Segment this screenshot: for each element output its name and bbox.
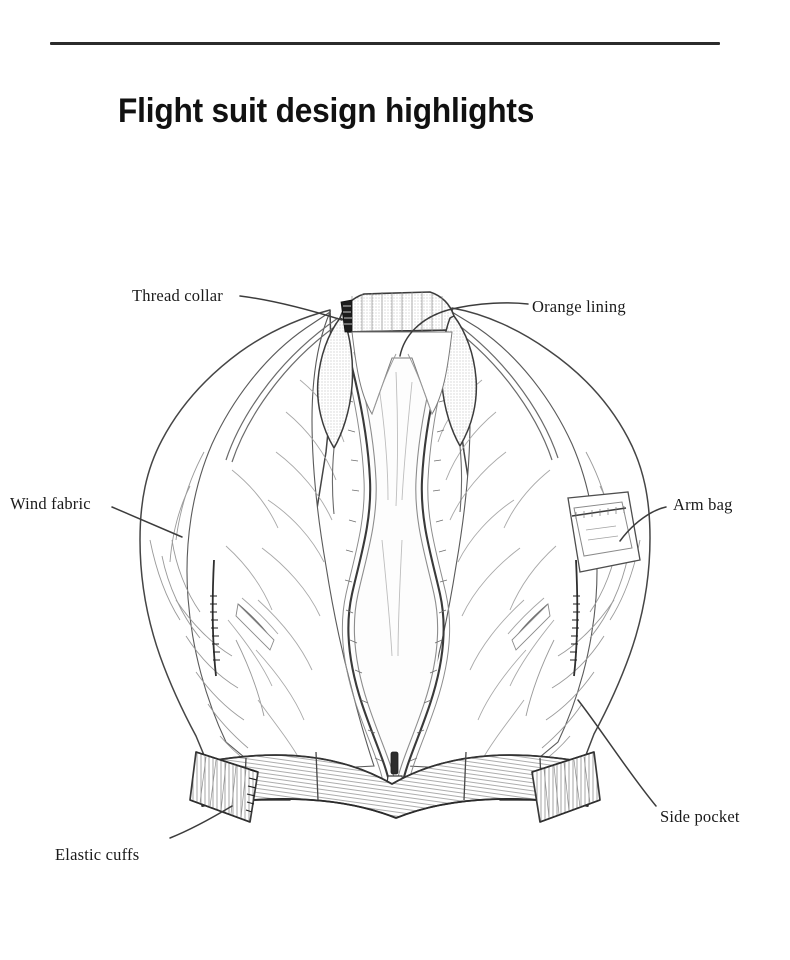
callout-label-elastic-cuffs: Elastic cuffs <box>55 845 140 864</box>
right-sleeve-seam <box>570 559 580 677</box>
header-divider-rule <box>50 42 720 45</box>
sleeve-zip-teeth <box>575 506 625 519</box>
callout-label-side-pocket: Side pocket <box>660 807 740 826</box>
page-title: Flight suit design highlights <box>118 92 535 130</box>
leader-thread-collar <box>239 295 343 321</box>
elastic-cuff-left <box>189 751 259 823</box>
cuff-join-speckle-left <box>245 769 258 813</box>
elastic-cuff-right <box>531 751 601 823</box>
ribbed-waistband <box>201 751 589 819</box>
lining-folds <box>377 371 413 657</box>
center-front-opening <box>341 349 451 791</box>
lining-sliver-texture <box>343 305 352 325</box>
zipper-teeth-right <box>409 399 448 762</box>
callout-label-wind-fabric: Wind fabric <box>10 494 91 513</box>
left-sleeve-seam <box>210 559 220 677</box>
leader-orange-lining <box>399 302 529 357</box>
right-seam-speckle <box>570 595 580 661</box>
leader-arm-bag <box>619 506 667 542</box>
jacket-front-panels <box>186 310 598 773</box>
left-seam-speckle <box>210 595 220 661</box>
sleeve-zip-pocket <box>567 491 641 573</box>
callout-label-arm-bag: Arm bag <box>673 495 733 514</box>
leader-elastic-cuffs <box>169 805 233 839</box>
leader-wind-fabric <box>111 506 183 538</box>
cuff-rib-lines-right <box>543 756 591 819</box>
callout-label-thread-collar: Thread collar <box>132 286 224 305</box>
side-welt-pocket-left <box>235 597 279 651</box>
leader-side-pocket <box>577 699 657 807</box>
cuff-rib-lines-left <box>199 756 247 819</box>
callout-label-orange-lining: Orange lining <box>532 297 626 316</box>
side-welt-pocket-right <box>507 597 551 651</box>
ribbed-collar <box>316 291 478 515</box>
callout-leader-lines <box>111 295 667 839</box>
